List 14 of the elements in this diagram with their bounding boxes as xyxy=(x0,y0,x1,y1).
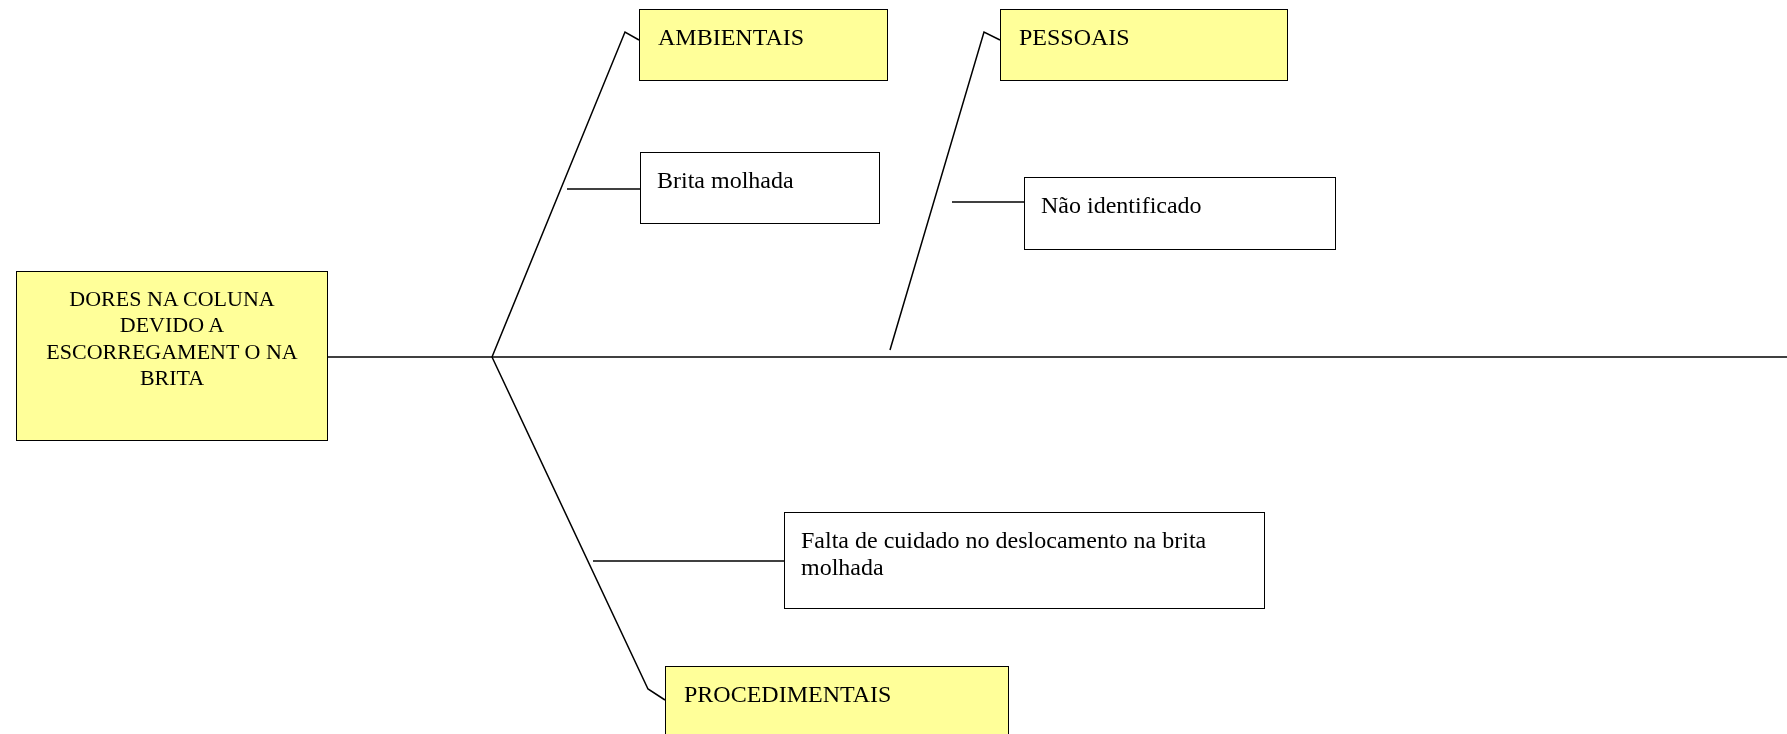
cause-box: Não identificado xyxy=(1024,177,1336,250)
stub-line xyxy=(951,201,1025,203)
spine-line xyxy=(327,356,1787,358)
cause-box: Brita molhada xyxy=(640,152,880,224)
category-box: AMBIENTAIS xyxy=(639,9,888,81)
effect-box: DORES NA COLUNA DEVIDO A ESCORREGAMENT O NA BRITA xyxy=(16,271,328,441)
stub-line xyxy=(592,560,785,562)
cause-box: Falta de cuidado no deslocamento na brita molhada xyxy=(784,512,1265,609)
branch-line xyxy=(889,30,1001,351)
category-box: PESSOAIS xyxy=(1000,9,1288,81)
branch-line xyxy=(491,30,640,358)
stub-line xyxy=(566,188,641,190)
category-box: PROCEDIMENTAIS xyxy=(665,666,1009,734)
branch-line xyxy=(491,356,666,701)
